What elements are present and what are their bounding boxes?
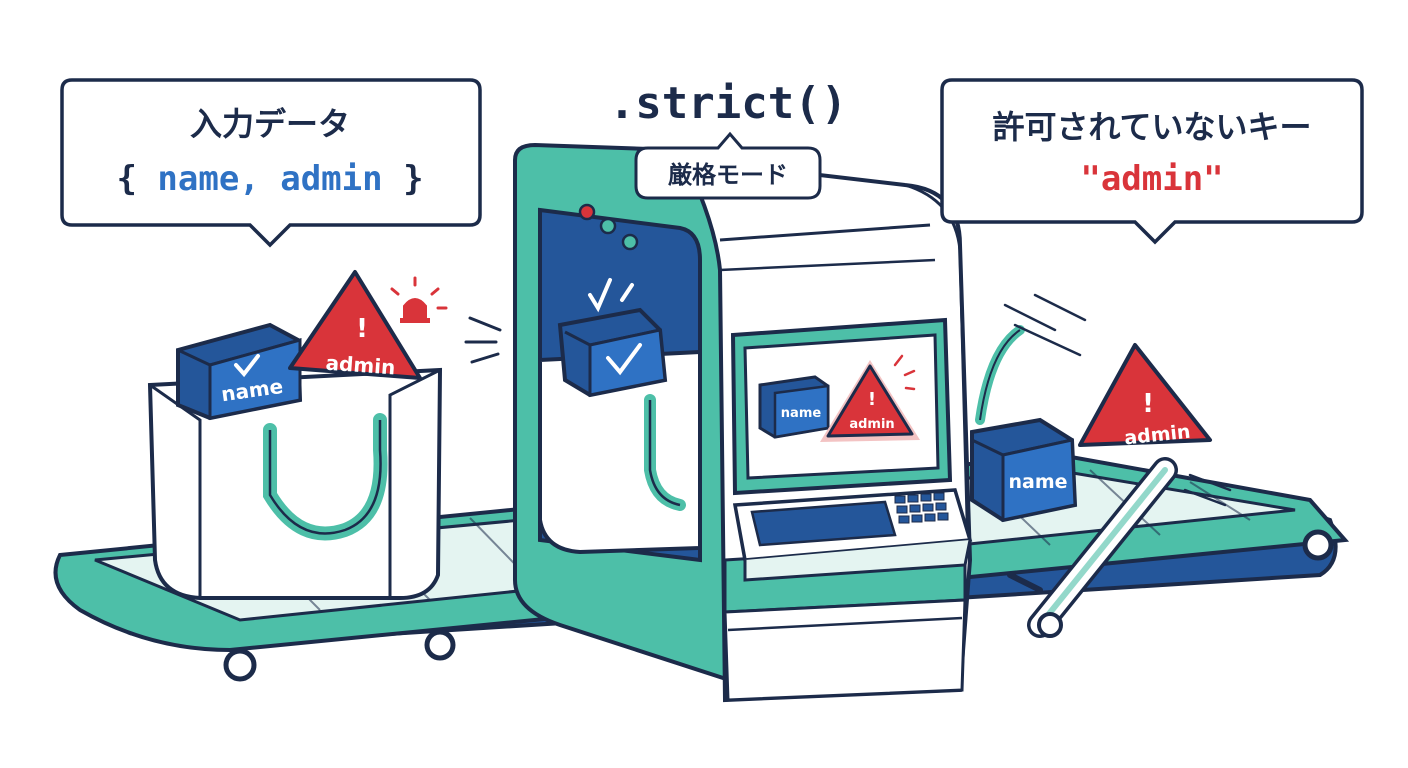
input-data-bubble: 入力データ { name, admin } — [62, 80, 480, 245]
light-green-icon — [601, 219, 615, 233]
warning-mark: ! — [868, 389, 876, 410]
roller-1 — [226, 651, 254, 679]
disallowed-key-value: "admin" — [1080, 159, 1223, 199]
warning-mark: ! — [1142, 389, 1154, 419]
strict-mode-badge-label: 厳格モード — [668, 161, 788, 189]
roller-2 — [427, 632, 453, 658]
monitor-admin-label: admin — [849, 417, 894, 432]
alarm-siren-icon — [392, 278, 446, 323]
roller-4 — [1305, 532, 1331, 558]
input-data-keys: { name, admin } — [116, 159, 423, 199]
name-box-output-label: name — [1008, 471, 1067, 493]
warning-mark: ! — [356, 314, 368, 344]
disallowed-key-bubble: 許可されていないキー "admin" — [942, 80, 1362, 242]
admin-triangle-input: ! admin — [290, 272, 420, 379]
strict-machine: name ! admin — [515, 145, 970, 700]
name-box-output: name — [972, 420, 1075, 520]
strict-method-label: .strict() — [609, 78, 847, 129]
strict-mode-badge: 厳格モード — [636, 134, 820, 198]
admin-triangle-input-label: admin — [325, 351, 396, 380]
input-keys-list: name, admin — [157, 159, 382, 199]
open-brace: { — [116, 159, 136, 199]
motion-lines-entry — [466, 318, 500, 362]
name-box-scanning — [560, 310, 665, 395]
name-box-input: name — [178, 325, 300, 418]
belt-left-arm — [980, 330, 1020, 420]
monitor-name-label: name — [781, 406, 822, 421]
close-brace: } — [403, 159, 423, 199]
admin-triangle-rejected: ! admin — [1080, 345, 1210, 449]
arm-pivot — [1039, 614, 1061, 636]
disallowed-key-title: 許可されていないキー — [992, 108, 1311, 146]
input-data-title: 入力データ — [190, 105, 350, 143]
light-red-icon — [580, 205, 594, 219]
monitor-name-box: name — [760, 377, 828, 437]
light-green-icon — [623, 235, 637, 249]
